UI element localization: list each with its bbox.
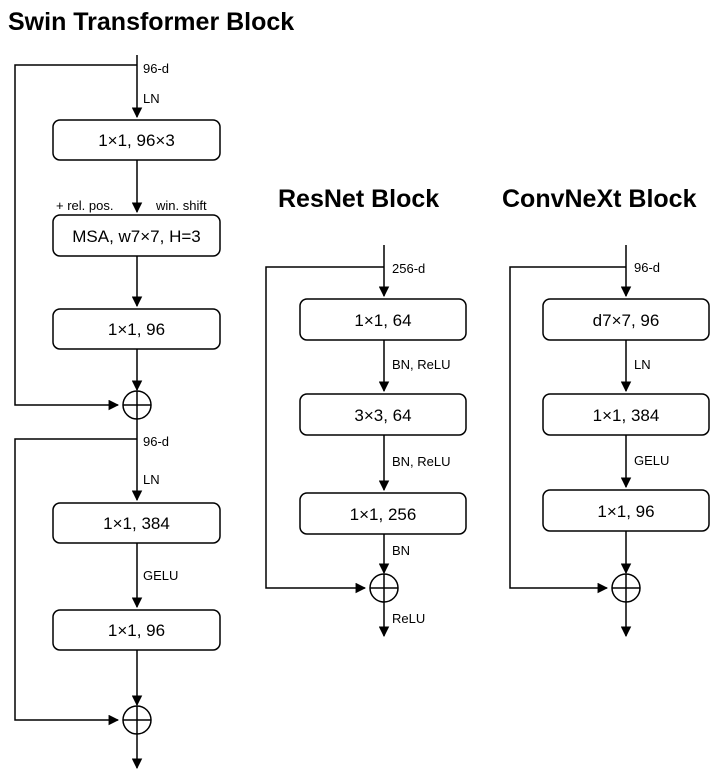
resnet-conv3-box	[299, 492, 467, 535]
resnet-conv2-text: 3×3, 64	[354, 406, 411, 425]
convnext-block: ConvNeXt Block 96-d d7×7, 96 LN 1×1, 384…	[502, 185, 710, 638]
swin-ln-label-1: LN	[143, 91, 160, 106]
swin-skip-connection-1	[14, 64, 137, 411]
resnet-add-icon	[369, 573, 399, 603]
swin-dim-mid-label: 96-d	[143, 434, 169, 449]
convnext-ln-label: LN	[634, 357, 651, 372]
convnext-pwconv2-text: 1×1, 96	[597, 502, 654, 521]
swin-title: Swin Transformer Block	[8, 8, 294, 36]
resnet-block: ResNet Block 256-d 1×1, 64 BN, ReLU 3×3,…	[265, 185, 467, 638]
swin-mlp2-text: 1×1, 96	[108, 621, 165, 640]
resnet-conv1-box	[299, 298, 467, 341]
resnet-title: ResNet Block	[278, 185, 439, 213]
resnet-relu-label: ReLU	[392, 611, 425, 626]
swin-gelu-label: GELU	[143, 568, 178, 583]
swin-add-icon-1	[122, 390, 152, 420]
resnet-dim-label: 256-d	[392, 261, 425, 276]
swin-qkv-text: 1×1, 96×3	[98, 131, 175, 150]
convnext-gelu-label: GELU	[634, 453, 669, 468]
resnet-act-label-2: BN, ReLU	[392, 454, 451, 469]
swin-win-shift-label: win. shift	[155, 198, 207, 213]
swin-add-icon-2	[122, 705, 152, 735]
convnext-title: ConvNeXt Block	[502, 185, 697, 213]
swin-proj-text: 1×1, 96	[108, 320, 165, 339]
convnext-dim-label: 96-d	[634, 260, 660, 275]
convnext-dwconv-text: d7×7, 96	[593, 311, 660, 330]
convnext-skip-connection	[509, 266, 626, 594]
swin-ln-label-2: LN	[143, 472, 160, 487]
swin-msa-text: MSA, w7×7, H=3	[72, 227, 201, 246]
convnext-add-icon	[611, 573, 641, 603]
resnet-conv3-text: 1×1, 256	[350, 505, 417, 524]
swin-transformer-block: Swin Transformer Block 96-d LN 1×1, 96×3…	[8, 8, 294, 770]
swin-skip-connection-2	[14, 438, 137, 726]
swin-mlp1-text: 1×1, 384	[103, 514, 170, 533]
resnet-bn-label: BN	[392, 543, 410, 558]
resnet-conv1-text: 1×1, 64	[354, 311, 411, 330]
resnet-skip-connection	[265, 266, 384, 594]
convnext-pwconv1-text: 1×1, 384	[593, 406, 660, 425]
resnet-act-label-1: BN, ReLU	[392, 357, 451, 372]
swin-rel-pos-label: + rel. pos.	[56, 198, 113, 213]
resnet-conv2-box	[299, 393, 467, 436]
swin-dim-top-label: 96-d	[143, 61, 169, 76]
